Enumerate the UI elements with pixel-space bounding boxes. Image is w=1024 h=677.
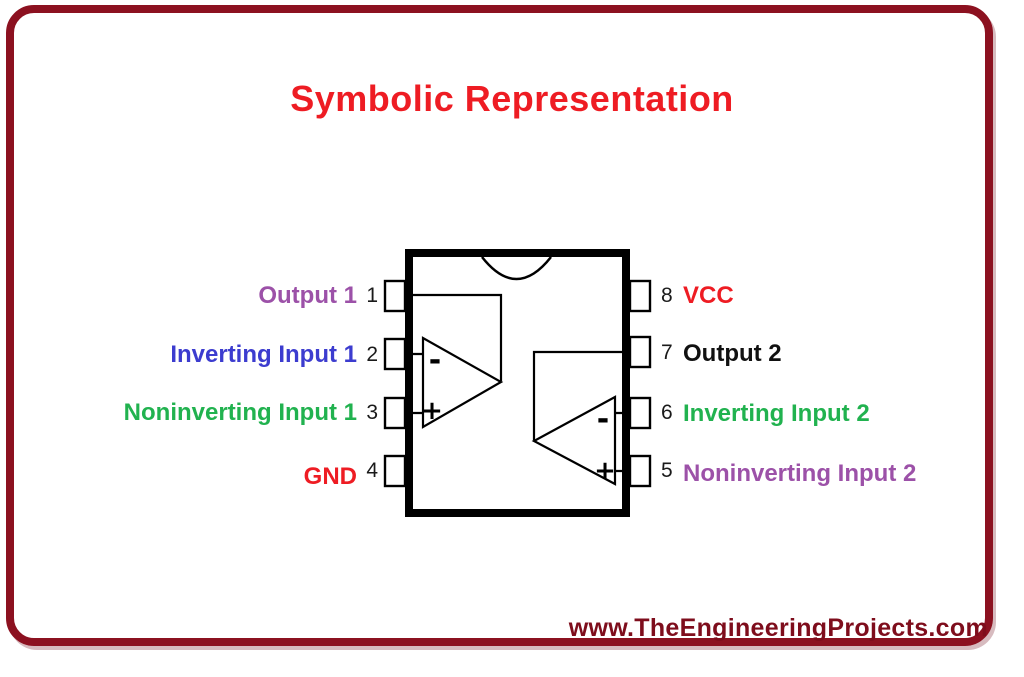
opamp1-triangle (421, 336, 504, 429)
opamp1-noninverting-icon: + (421, 396, 443, 426)
pin-label-inverting-input-1: Inverting Input 1 (170, 341, 357, 368)
pin-box-5 (628, 454, 652, 488)
pin-box-4 (383, 454, 407, 488)
opamp2-inverting-icon: - (597, 402, 609, 437)
pin-box-1 (383, 279, 407, 313)
opamp1-input-wires (405, 352, 423, 415)
orientation-notch-icon (481, 256, 552, 281)
pin-number-5: 5 (661, 459, 673, 482)
pin-label-gnd: GND (303, 463, 357, 490)
pin-number-6: 6 (661, 401, 673, 424)
pin-number-4: 4 (366, 459, 378, 482)
pin-box-2 (383, 337, 407, 371)
pin-number-7: 7 (661, 341, 673, 364)
pin-label-output-2: Output 2 (683, 340, 782, 367)
pin-label-noninverting-input-2: Noninverting Input 2 (683, 460, 917, 487)
pin-box-3 (383, 396, 407, 430)
website-url: www.TheEngineeringProjects.com (568, 614, 988, 642)
opamp2-triangle (531, 395, 617, 486)
pin-box-6 (628, 396, 652, 430)
opamp1-inverting-icon: - (429, 343, 441, 378)
pin-label-output-1: Output 1 (258, 282, 357, 309)
pin-label-vcc: VCC (683, 282, 734, 309)
pin-number-8: 8 (661, 284, 673, 307)
pin-box-7 (628, 335, 652, 369)
opamp2-output-wire (532, 350, 622, 440)
pin-box-8 (628, 279, 652, 313)
page-title: Symbolic Representation (290, 78, 734, 119)
pin-number-2: 2 (366, 343, 378, 366)
pin-label-noninverting-input-1: Noninverting Input 1 (123, 399, 357, 426)
pin-number-3: 3 (366, 401, 378, 424)
opamp2-noninverting-icon: + (594, 456, 616, 486)
opamp2-input-wires (615, 411, 630, 473)
opamp1-output-wire (413, 293, 503, 381)
pin-label-inverting-input-2: Inverting Input 2 (683, 400, 870, 427)
pin-number-1: 1 (366, 284, 378, 307)
